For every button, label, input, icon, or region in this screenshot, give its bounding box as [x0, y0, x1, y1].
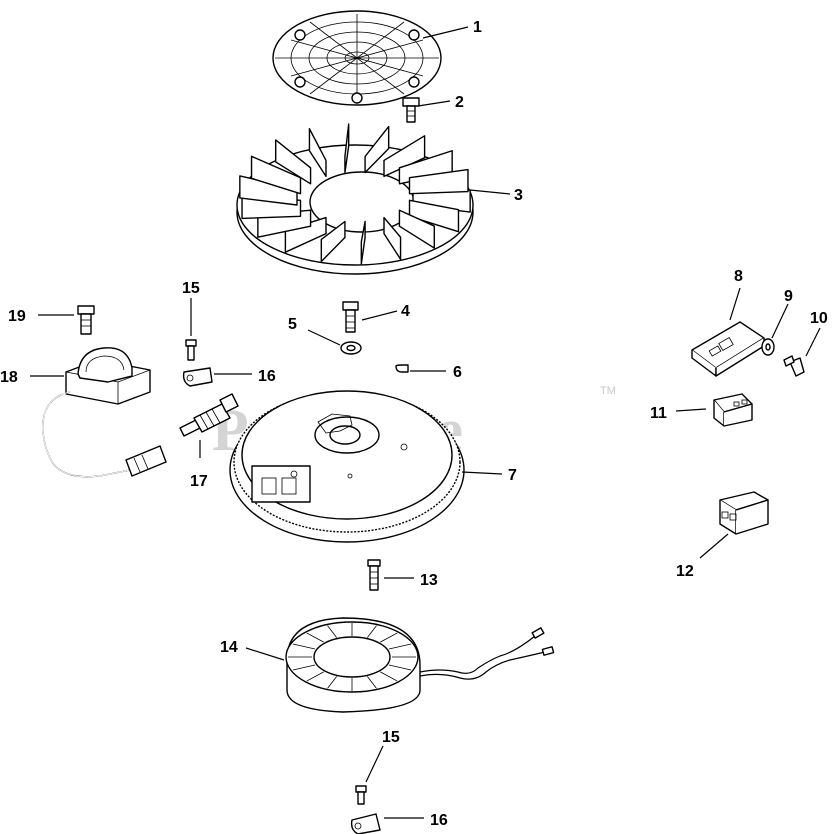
part-clip-screw-upper[interactable] [185, 339, 197, 361]
stator-pole [327, 625, 338, 638]
part-wire-clip-lower[interactable] [350, 813, 381, 834]
fan-blade [239, 175, 298, 206]
callout-18: 18 [0, 369, 18, 386]
callout-10: 10 [810, 310, 828, 327]
callout-12: 12 [676, 563, 694, 580]
callout-15-lower: 15 [382, 729, 400, 746]
part-fan[interactable] [236, 123, 474, 275]
part-stator-screw[interactable] [367, 559, 381, 591]
leader-lines [30, 26, 821, 819]
callout-13: 13 [420, 572, 438, 589]
stator-pole [327, 676, 338, 689]
callout-19: 19 [8, 308, 26, 325]
part-connector[interactable] [713, 393, 753, 427]
watermark-tm: TM [600, 385, 616, 397]
callout-14: 14 [220, 639, 238, 656]
callout-2: 2 [455, 94, 464, 111]
part-relay-plug[interactable] [719, 491, 769, 535]
stator-pole [388, 664, 412, 671]
fan-blade [408, 199, 460, 233]
stator-pole [366, 625, 377, 638]
fan-blade [308, 128, 327, 178]
callout-1: 1 [473, 19, 482, 36]
fan-blade [364, 125, 390, 174]
fan-blade [275, 139, 312, 185]
fan-blade [344, 123, 350, 174]
part-flywheel-bolt[interactable] [342, 301, 359, 333]
stator-pole [292, 643, 316, 650]
callout-labels: 1 2 3 4 5 6 7 8 9 10 11 12 13 14 15 15 1… [0, 19, 828, 829]
part-flywheel[interactable] [229, 390, 465, 543]
stator-pole [388, 643, 412, 650]
fan-blade [320, 220, 346, 263]
stator-pole [366, 676, 377, 689]
stator-pole [380, 632, 398, 643]
fan-blade [383, 216, 402, 260]
fan-blade [408, 168, 469, 195]
callout-16-lower: 16 [430, 812, 448, 829]
stator-pole [306, 671, 324, 682]
stator-pole [306, 632, 324, 643]
part-module-bolt[interactable] [77, 305, 95, 335]
part-debris-screen[interactable] [272, 10, 442, 106]
callout-7: 7 [508, 467, 517, 484]
callout-8: 8 [734, 268, 743, 285]
stator-pole [292, 664, 316, 671]
part-wire-clip-upper[interactable] [182, 367, 213, 387]
part-rectifier[interactable] [691, 321, 765, 377]
callout-3: 3 [514, 187, 523, 204]
part-rectifier-washer[interactable] [761, 338, 775, 356]
callout-15-upper: 15 [182, 280, 200, 297]
stator-pole [380, 671, 398, 682]
fan-blade [360, 220, 366, 265]
callout-4: 4 [401, 303, 410, 320]
part-key[interactable] [395, 364, 409, 373]
callout-5: 5 [288, 316, 297, 333]
callout-6: 6 [453, 364, 462, 381]
callout-17: 17 [190, 473, 208, 490]
part-ignition-module[interactable] [42, 347, 167, 478]
callout-9: 9 [784, 288, 793, 305]
part-spark-plug[interactable] [179, 393, 239, 437]
part-stator[interactable] [285, 617, 555, 713]
part-screen-screw[interactable] [402, 97, 420, 123]
part-washer[interactable] [340, 341, 362, 355]
callout-11: 11 [650, 405, 667, 422]
part-clip-screw-lower[interactable] [355, 785, 367, 805]
fan-blade [398, 209, 435, 249]
callout-16-upper: 16 [258, 368, 276, 385]
fan-blade [250, 155, 302, 195]
part-rectifier-screw[interactable] [783, 355, 805, 377]
